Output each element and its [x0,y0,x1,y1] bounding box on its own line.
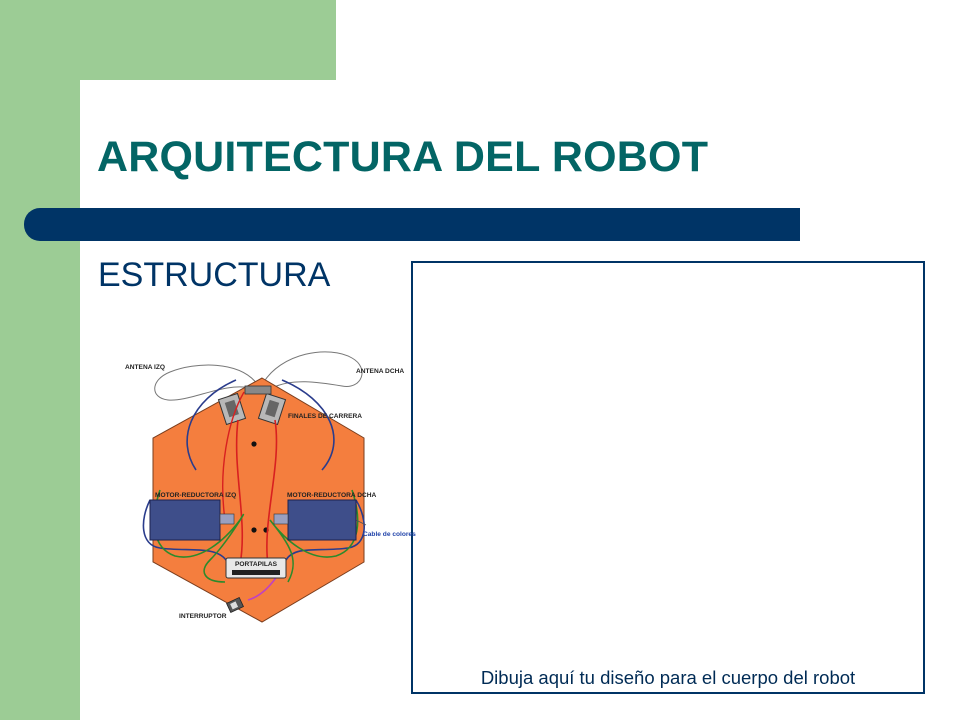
wire-blue-1 [186,379,237,471]
label-limit-switches: FINALES DE CARRERA [288,413,362,420]
wire-blue-3 [142,499,227,561]
label-right-antenna: ANTENA DCHA [356,368,404,375]
rounded-corner [80,80,140,140]
right-motor [273,499,357,541]
label-right-motor: MOTOR-REDUCTORA DCHA [287,492,376,499]
wire-green-right [269,489,359,583]
top-accent-block [0,0,336,80]
wire-to-label [355,519,367,526]
robot-body [152,377,365,623]
wire-green-left [153,489,245,583]
wire-red-2 [266,419,278,566]
title-underline-bar [24,208,800,241]
wire-red-1 [235,419,244,566]
wire-red-3 [222,391,245,521]
screw-hole [251,527,257,533]
left-motor [149,499,235,541]
label-left-motor: MOTOR-REDUCTORA IZQ [155,492,236,499]
robot-diagram: ANTENA IZQ ANTENA DCHA FINALES DE CARRER… [125,351,416,623]
label-left-antenna: ANTENA IZQ [125,364,165,371]
label-switch: INTERRUPTOR [179,613,227,620]
left-accent-band [0,0,80,720]
wire-blue-2 [281,379,335,471]
right-antenna-wire [261,351,363,389]
switch-mount [244,385,272,395]
drawing-area[interactable]: Dibuja aquí tu diseño para el cuerpo del… [411,261,925,694]
slide-title: ARQUITECTURA DEL ROBOT [97,133,709,181]
label-battery: PORTAPILAS [235,561,278,568]
power-switch [226,596,244,614]
drawing-area-caption: Dibuja aquí tu diseño para el cuerpo del… [480,667,856,688]
section-heading: ESTRUCTURA [98,256,331,294]
screw-hole [251,441,257,447]
left-antenna-wire [154,364,259,401]
label-wire: Cable de colores [363,531,416,538]
limit-switch-right [257,392,287,426]
battery-holder [225,557,287,579]
